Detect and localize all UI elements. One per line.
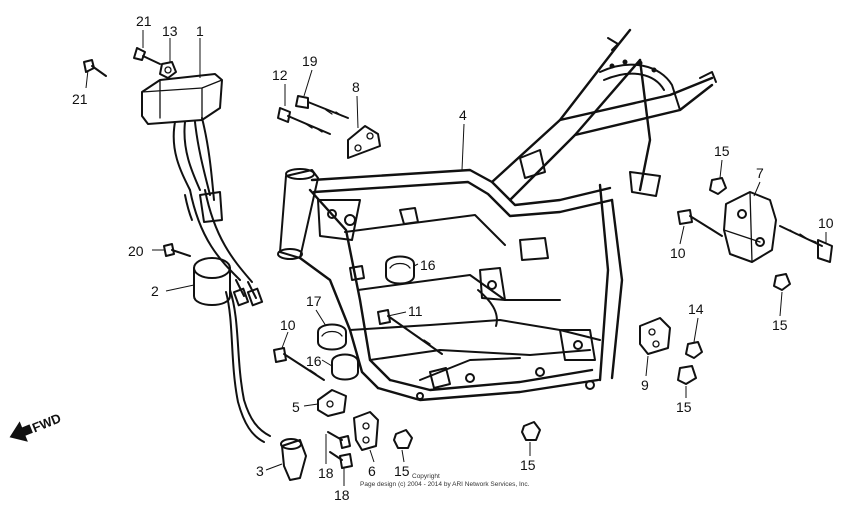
callout-15: 15 (676, 399, 692, 415)
nut-15-bottom-center (393, 429, 413, 449)
bolt-18-lower (329, 451, 353, 469)
nut-15-bottom-right (521, 421, 541, 441)
nut-13 (159, 61, 177, 79)
callout-15: 15 (772, 317, 788, 333)
bolt-19 (295, 95, 349, 119)
bolt-21-left (83, 59, 107, 77)
callout-2: 2 (151, 283, 159, 299)
callout-21: 21 (72, 91, 88, 107)
callout-1: 1 (196, 23, 204, 39)
callout-10: 10 (670, 245, 686, 261)
callout-3: 3 (256, 463, 264, 479)
forward-arrow-icon (9, 421, 33, 442)
clamp-16-upper (385, 255, 415, 285)
callout-18: 18 (334, 487, 350, 503)
callout-21: 21 (136, 13, 152, 29)
callout-18: 18 (318, 465, 334, 481)
nut-15-right-bottom (773, 273, 791, 291)
callout-20: 20 (128, 243, 144, 259)
callout-9: 9 (641, 377, 649, 393)
callout-15: 15 (714, 143, 730, 159)
leader-lines (85, 30, 827, 486)
callout-13: 13 (162, 23, 178, 39)
callout-6: 6 (368, 463, 376, 479)
callout-7: 7 (756, 165, 764, 181)
bolt-21-top (133, 47, 161, 65)
forward-direction-indicator: FWD (9, 410, 63, 442)
cdi-unit (141, 73, 264, 307)
callout-12: 12 (272, 67, 288, 83)
callout-8: 8 (352, 79, 360, 95)
callout-19: 19 (302, 53, 318, 69)
callout-15: 15 (520, 457, 536, 473)
copyright-notice: Copyright Page design (c) 2004 - 2014 by… (360, 473, 530, 488)
bolt-20 (163, 243, 191, 257)
callout-11: 11 (408, 303, 423, 319)
callout-labels: 21 13 1 21 12 19 8 4 15 7 10 10 20 16 2 … (72, 13, 834, 503)
bolt-10-right (779, 225, 833, 263)
ignition-coil (193, 257, 271, 443)
spark-plug-cap (280, 438, 307, 481)
nut-15-right-top (709, 177, 727, 195)
callout-17: 17 (306, 293, 322, 309)
bolt-18-upper (327, 431, 351, 449)
main-frame (277, 28, 717, 402)
callout-14: 14 (688, 301, 704, 317)
bolt-10-left (273, 347, 325, 381)
callout-16: 16 (306, 353, 322, 369)
bracket-8 (347, 125, 381, 159)
bracket-5 (317, 389, 347, 417)
bolt-10-mid (677, 209, 723, 237)
callout-10: 10 (818, 215, 834, 231)
callout-10: 10 (280, 317, 296, 333)
clamp-17 (317, 323, 347, 351)
callout-4: 4 (459, 107, 467, 123)
bracket-6 (353, 411, 379, 451)
callout-16: 16 (420, 257, 436, 273)
callout-15: 15 (394, 463, 410, 479)
forward-label: FWD (30, 410, 63, 435)
bracket-7 (723, 191, 777, 263)
nut-14 (685, 341, 703, 359)
callout-5: 5 (292, 399, 300, 415)
clamp-16-lower (331, 353, 359, 381)
bracket-9 (639, 317, 671, 355)
bolt-12 (277, 107, 331, 135)
copyright-line-1: Copyright (412, 473, 440, 480)
copyright-line-2: Page design (c) 2004 - 2014 by ARI Netwo… (360, 481, 530, 488)
bolt-11 (377, 309, 443, 355)
nut-15-bracket (677, 365, 697, 385)
